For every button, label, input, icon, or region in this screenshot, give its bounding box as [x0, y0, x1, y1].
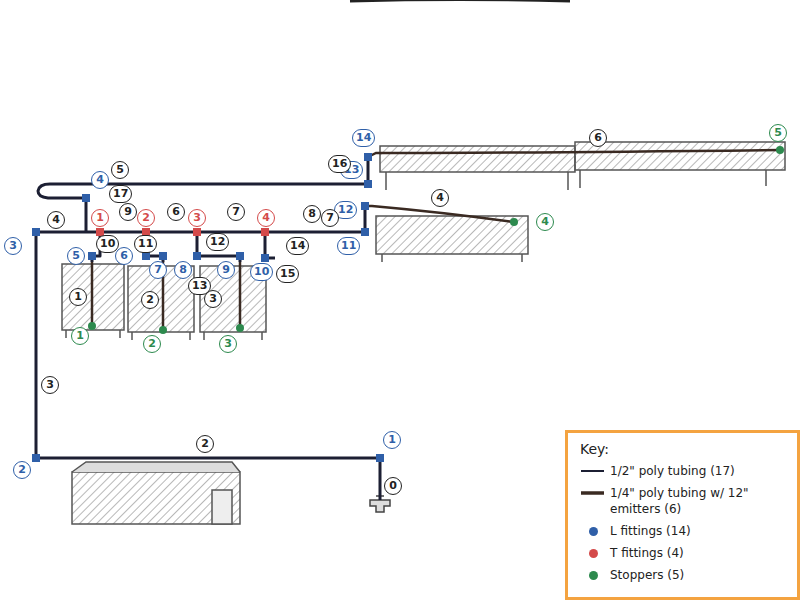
legend-text: 1/2" poly tubing (17): [610, 463, 735, 479]
callout-number: 2: [143, 335, 161, 353]
callout-number: 6: [167, 203, 185, 221]
callout-number: 14: [286, 237, 309, 255]
callout-number: 12: [206, 233, 229, 251]
callout-number: 7: [227, 203, 245, 221]
callout-number: 4: [47, 211, 65, 229]
callout-number: 3: [4, 237, 22, 255]
legend-row: L fittings (14): [580, 523, 787, 539]
callout-number: 2: [141, 291, 159, 309]
callout-number: 3: [219, 335, 237, 353]
legend-row: 1/2" poly tubing (17): [580, 463, 787, 479]
callout-number: 5: [67, 247, 85, 265]
legend-text: T fittings (4): [610, 545, 684, 561]
legend-swatch: [589, 571, 598, 580]
callout-number: 2: [137, 209, 155, 227]
legend-text: L fittings (14): [610, 523, 691, 539]
legend-swatch: [589, 549, 598, 558]
callout-number: 3: [188, 209, 206, 227]
callout-number: 9: [119, 203, 137, 221]
callout-number: 9: [217, 261, 235, 279]
callout-number: 4: [536, 213, 554, 231]
callout-number: 13: [188, 277, 211, 295]
callout-number: 2: [196, 435, 214, 453]
callout-number: 15: [276, 265, 299, 283]
callout-number: 6: [115, 247, 133, 265]
legend-swatch: [589, 527, 598, 536]
callout-number: 8: [174, 261, 192, 279]
stoppers: [88, 146, 784, 334]
callout-number: 1: [69, 288, 87, 306]
callout-number: 0: [384, 477, 402, 495]
callout-number: 17: [109, 185, 132, 203]
callout-number: 5: [111, 161, 129, 179]
callout-number: 16: [328, 155, 351, 173]
callout-number: 7: [321, 209, 339, 227]
legend-row: T fittings (4): [580, 545, 787, 561]
legend-title: Key:: [580, 441, 787, 457]
quarter-inch-tubing: [92, 150, 780, 330]
callout-number: 8: [303, 205, 321, 223]
callout-number: 3: [41, 376, 59, 394]
callout-number: 1: [71, 327, 89, 345]
legend-box: Key: 1/2" poly tubing (17) 1/4" poly tubin…: [565, 430, 800, 600]
callout-number: 1: [383, 431, 401, 449]
photo-shadow: [350, 0, 570, 1]
callout-number: 4: [431, 189, 449, 207]
legend-text: 1/4" poly tubing w/ 12" emitters (6): [610, 485, 787, 517]
callout-number: 5: [769, 124, 787, 142]
callout-number: 10: [250, 263, 273, 281]
legend-line-sample: [580, 485, 606, 501]
callout-number: 11: [337, 237, 360, 255]
legend-text: Stoppers (5): [610, 567, 684, 583]
callout-number: 11: [134, 235, 157, 253]
planter-drawings: [62, 142, 785, 524]
l-fittings: [32, 153, 384, 462]
half-inch-tubing: [36, 157, 380, 500]
legend-line-sample: [580, 463, 606, 479]
callout-number: 2: [13, 461, 31, 479]
t-fittings: [96, 228, 269, 236]
callout-number: 1: [91, 209, 109, 227]
callout-number: 10: [96, 235, 119, 253]
legend-row: Stoppers (5): [580, 567, 787, 583]
callout-number: 4: [91, 171, 109, 189]
callout-number: 6: [589, 129, 607, 147]
legend-row: 1/4" poly tubing w/ 12" emitters (6): [580, 485, 787, 517]
callout-number: 4: [257, 209, 275, 227]
callout-number: 7: [149, 261, 167, 279]
callout-number: 14: [352, 129, 375, 147]
